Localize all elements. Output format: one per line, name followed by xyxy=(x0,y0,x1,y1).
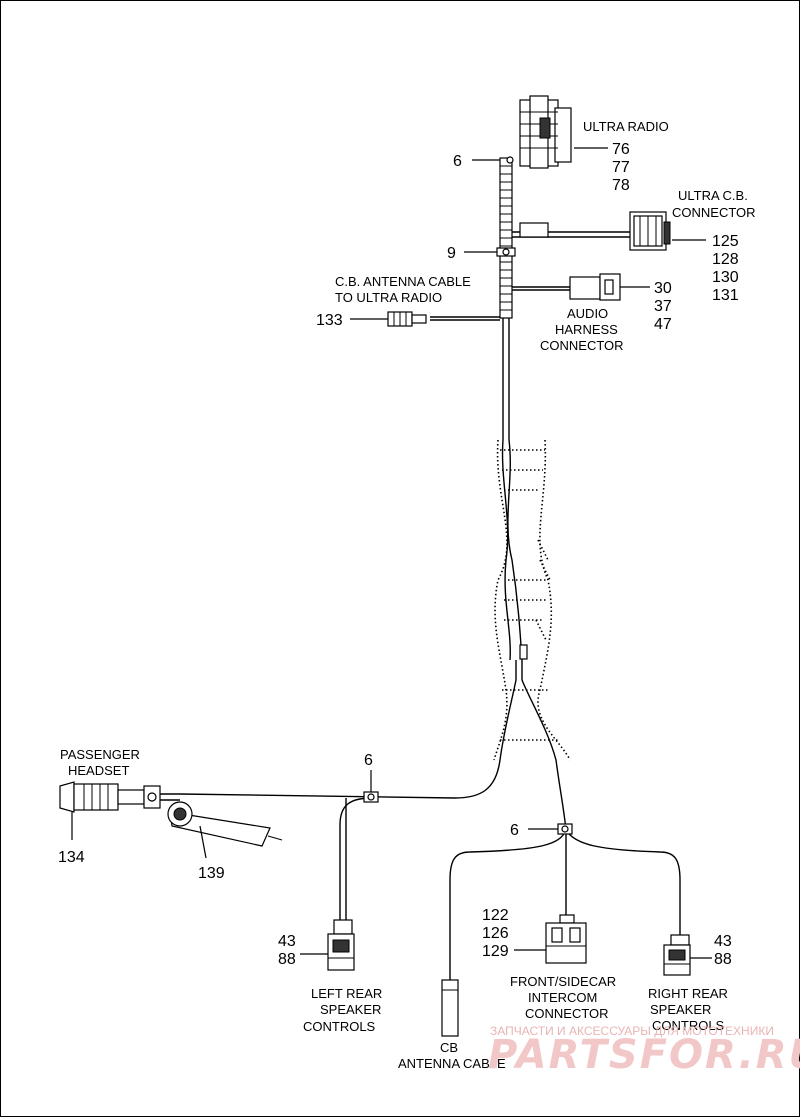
callout-intercom-3: 129 xyxy=(482,943,509,960)
callout-radio-1: 76 xyxy=(612,141,630,158)
label-cb-antenna-bottom-1: CB xyxy=(440,1040,458,1055)
label-right-rear-1: RIGHT REAR xyxy=(648,986,728,1001)
right-speaker-wire xyxy=(565,829,681,935)
clip-6-left xyxy=(363,791,379,803)
callout-right-speaker-1: 43 xyxy=(714,933,732,950)
label-passenger-2: HEADSET xyxy=(68,763,129,778)
label-cb-antenna-bottom-2: ANTENNA CABLE xyxy=(398,1056,506,1071)
label-front-sidecar-3: CONNECTOR xyxy=(525,1006,609,1021)
callout-intercom-1: 122 xyxy=(482,907,509,924)
label-right-rear-2: SPEAKER xyxy=(650,1002,711,1017)
callout-right-speaker-2: 88 xyxy=(714,951,732,968)
cb-antenna-connector xyxy=(387,311,427,327)
callout-headset: 134 xyxy=(58,849,85,866)
ultra-radio-connector xyxy=(506,95,572,169)
frame-outline-right xyxy=(537,439,571,761)
watermark: ЗАПЧАСТИ И АКСЕССУАРЫ ДЛЯ МОТОТЕХНИКИ PA… xyxy=(488,1024,800,1078)
branch-right xyxy=(521,660,567,831)
label-cb-antenna-1: C.B. ANTENNA CABLE xyxy=(335,274,471,289)
cb-inline-fuse xyxy=(519,222,549,238)
left-speaker-wire xyxy=(339,797,373,920)
callout-audio-2: 37 xyxy=(654,298,672,315)
item-139-boot xyxy=(167,801,283,847)
label-passenger-1: PASSENGER xyxy=(60,747,140,762)
callout-clip-left: 6 xyxy=(364,752,373,769)
label-left-rear-1: LEFT REAR xyxy=(311,986,382,1001)
label-ultra-cb-2: CONNECTOR xyxy=(672,205,756,220)
label-audio-1: AUDIO xyxy=(567,306,608,321)
right-rear-speaker-connector xyxy=(663,934,691,976)
watermark-line1: ЗАПЧАСТИ И АКСЕССУАРЫ ДЛЯ МОТОТЕХНИКИ xyxy=(490,1024,774,1038)
callout-radio-3: 78 xyxy=(612,177,630,194)
label-front-sidecar-1: FRONT/SIDECAR xyxy=(510,974,616,989)
callout-antenna: 133 xyxy=(316,312,343,329)
callout-radio-2: 77 xyxy=(612,159,630,176)
label-front-sidecar-2: INTERCOM xyxy=(528,990,597,1005)
label-left-rear-2: SPEAKER xyxy=(320,1002,381,1017)
part-labels: ULTRA RADIO ULTRA C.B. CONNECTOR C.B. AN… xyxy=(60,119,756,1071)
callout-clip-top: 6 xyxy=(453,153,462,170)
left-rear-speaker-connector xyxy=(327,919,355,971)
callout-cb-1: 125 xyxy=(712,233,739,250)
watermark-logo: PARTSFOR.RU xyxy=(488,1032,800,1078)
label-ultra-cb-1: ULTRA C.B. xyxy=(678,188,748,203)
cb-antenna-cable-end xyxy=(441,979,459,1037)
callout-clip-mid: 9 xyxy=(447,245,456,262)
callout-139: 139 xyxy=(198,865,225,882)
label-audio-2: HARNESS xyxy=(555,322,618,337)
splice xyxy=(519,644,528,660)
branch-left xyxy=(179,660,517,799)
clip-6-right xyxy=(557,823,573,835)
leader-lines xyxy=(71,147,712,959)
callout-cb-3: 130 xyxy=(712,269,739,286)
callout-cb-2: 128 xyxy=(712,251,739,268)
callout-left-speaker-1: 43 xyxy=(278,933,296,950)
label-ultra-radio: ULTRA RADIO xyxy=(583,119,669,134)
antenna-cable-wire xyxy=(430,316,500,321)
main-harness xyxy=(179,157,681,980)
callout-audio-1: 30 xyxy=(654,280,672,297)
callout-intercom-2: 126 xyxy=(482,925,509,942)
callout-clip-right: 6 xyxy=(510,822,519,839)
label-audio-3: CONNECTOR xyxy=(540,338,624,353)
front-sidecar-intercom-connector xyxy=(545,914,587,964)
conduit-ribs xyxy=(500,165,512,311)
label-right-rear-3: CONTROLS xyxy=(652,1018,725,1033)
callout-numbers: 76 77 78 125 128 130 131 30 37 47 6 9 13… xyxy=(58,141,739,968)
callout-audio-3: 47 xyxy=(654,316,672,333)
callout-cb-4: 131 xyxy=(712,287,739,304)
cb-antenna-wire xyxy=(449,829,567,980)
callout-left-speaker-2: 88 xyxy=(278,951,296,968)
ultra-cb-connector xyxy=(629,211,671,251)
label-cb-antenna-2: TO ULTRA RADIO xyxy=(335,290,442,305)
audio-wire xyxy=(512,286,570,291)
label-left-rear-3: CONTROLS xyxy=(303,1019,376,1034)
clip-9 xyxy=(496,247,516,257)
audio-harness-connector xyxy=(569,273,621,301)
passenger-headset-connector xyxy=(59,781,180,813)
